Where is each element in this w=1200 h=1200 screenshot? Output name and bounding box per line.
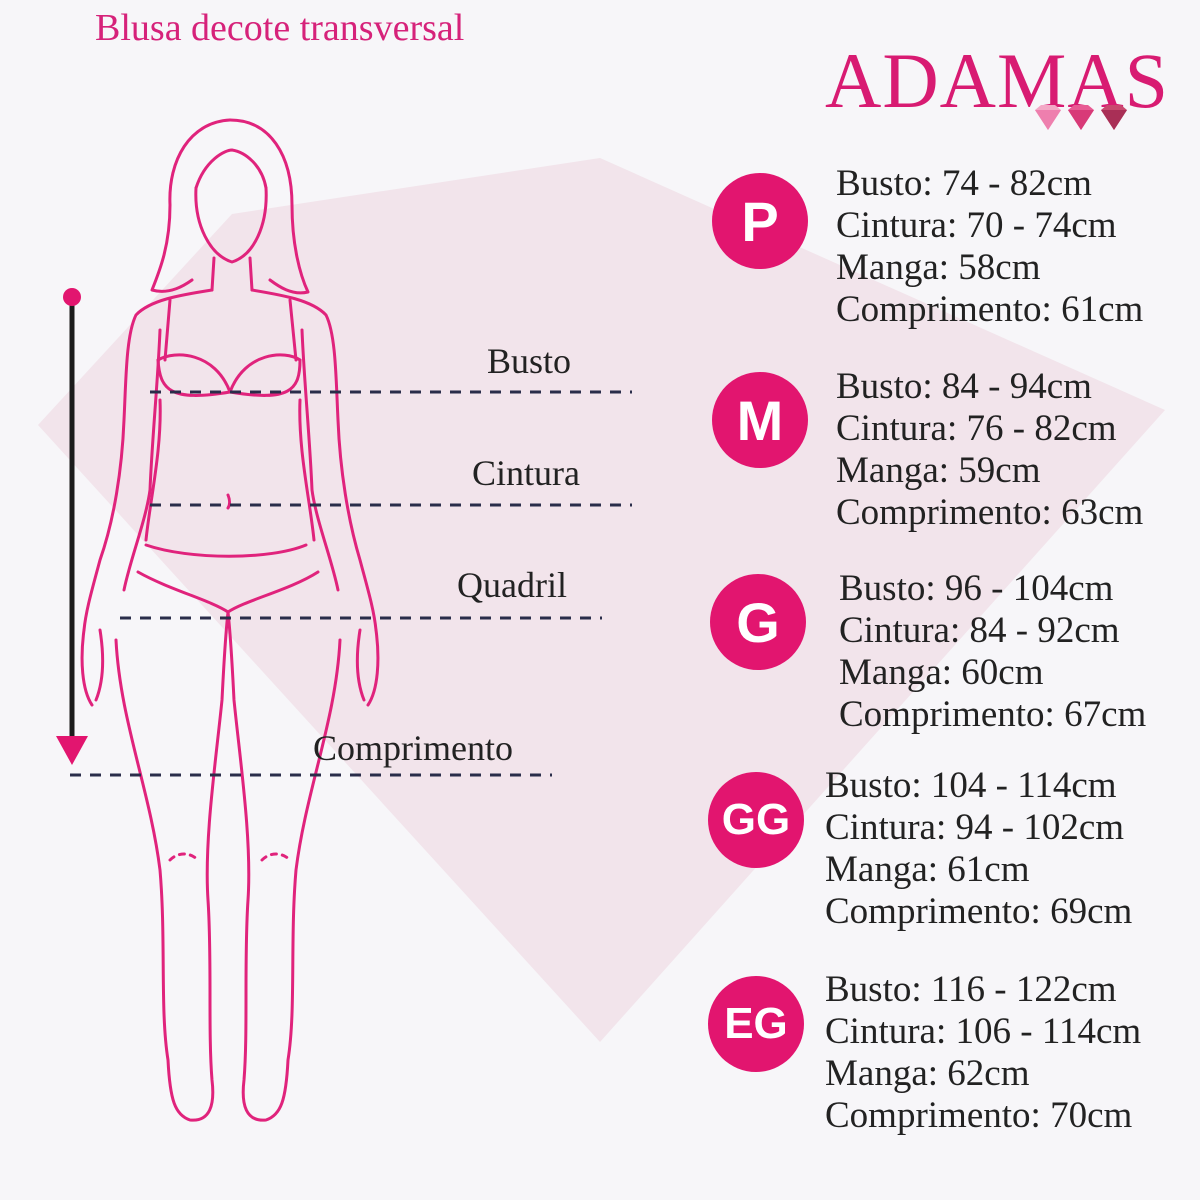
measure-arrow-icon xyxy=(56,288,88,765)
busto-value: Busto: 84 - 94cm xyxy=(836,366,1092,407)
size-details-eg: Busto: 116 - 122cm Cintura: 106 - 114cm … xyxy=(825,969,1141,1137)
busto-value: Busto: 74 - 82cm xyxy=(836,163,1092,204)
diamond-icon xyxy=(1101,105,1127,130)
busto-value: Busto: 116 - 122cm xyxy=(825,969,1117,1010)
comprimento-value: Comprimento: 63cm xyxy=(836,492,1144,533)
comprimento-value: Comprimento: 69cm xyxy=(825,891,1133,932)
cintura-value: Cintura: 106 - 114cm xyxy=(825,1011,1142,1052)
comprimento-value: Comprimento: 67cm xyxy=(839,694,1147,735)
busto-label: Busto xyxy=(487,341,572,381)
size-badge-p: P xyxy=(712,173,808,269)
size-details-p: Busto: 74 - 82cm Cintura: 70 - 74cm Mang… xyxy=(836,163,1143,331)
size-badge-gg: GG xyxy=(708,772,804,868)
manga-value: Manga: 60cm xyxy=(839,652,1044,693)
diamond-icon xyxy=(1035,105,1061,130)
page-title: Blusa decote transversal xyxy=(95,7,465,49)
cintura-value: Cintura: 76 - 82cm xyxy=(836,408,1117,449)
comprimento-value: Comprimento: 70cm xyxy=(825,1095,1133,1136)
cintura-value: Cintura: 94 - 102cm xyxy=(825,807,1125,848)
cintura-label: Cintura xyxy=(472,453,580,493)
size-details-m: Busto: 84 - 94cm Cintura: 76 - 82cm Mang… xyxy=(836,366,1143,534)
cintura-value: Cintura: 70 - 74cm xyxy=(836,205,1117,246)
comprimento-value: Comprimento: 61cm xyxy=(836,289,1144,330)
busto-value: Busto: 96 - 104cm xyxy=(839,568,1114,609)
size-badge-eg: EG xyxy=(708,976,804,1072)
brand-gems xyxy=(1035,105,1127,130)
size-badge-g: G xyxy=(710,574,806,670)
manga-value: Manga: 58cm xyxy=(836,247,1041,288)
comprimento-label: Comprimento xyxy=(313,728,513,768)
size-details-g: Busto: 96 - 104cm Cintura: 84 - 92cm Man… xyxy=(839,568,1146,736)
busto-value: Busto: 104 - 114cm xyxy=(825,765,1117,806)
quadril-label: Quadril xyxy=(457,565,567,605)
manga-value: Manga: 61cm xyxy=(825,849,1030,890)
diamond-icon xyxy=(1068,105,1094,130)
cintura-value: Cintura: 84 - 92cm xyxy=(839,610,1120,651)
size-badge-m: M xyxy=(712,372,808,468)
manga-value: Manga: 59cm xyxy=(836,450,1041,491)
manga-value: Manga: 62cm xyxy=(825,1053,1030,1094)
size-details-gg: Busto: 104 - 114cm Cintura: 94 - 102cm M… xyxy=(825,765,1132,933)
